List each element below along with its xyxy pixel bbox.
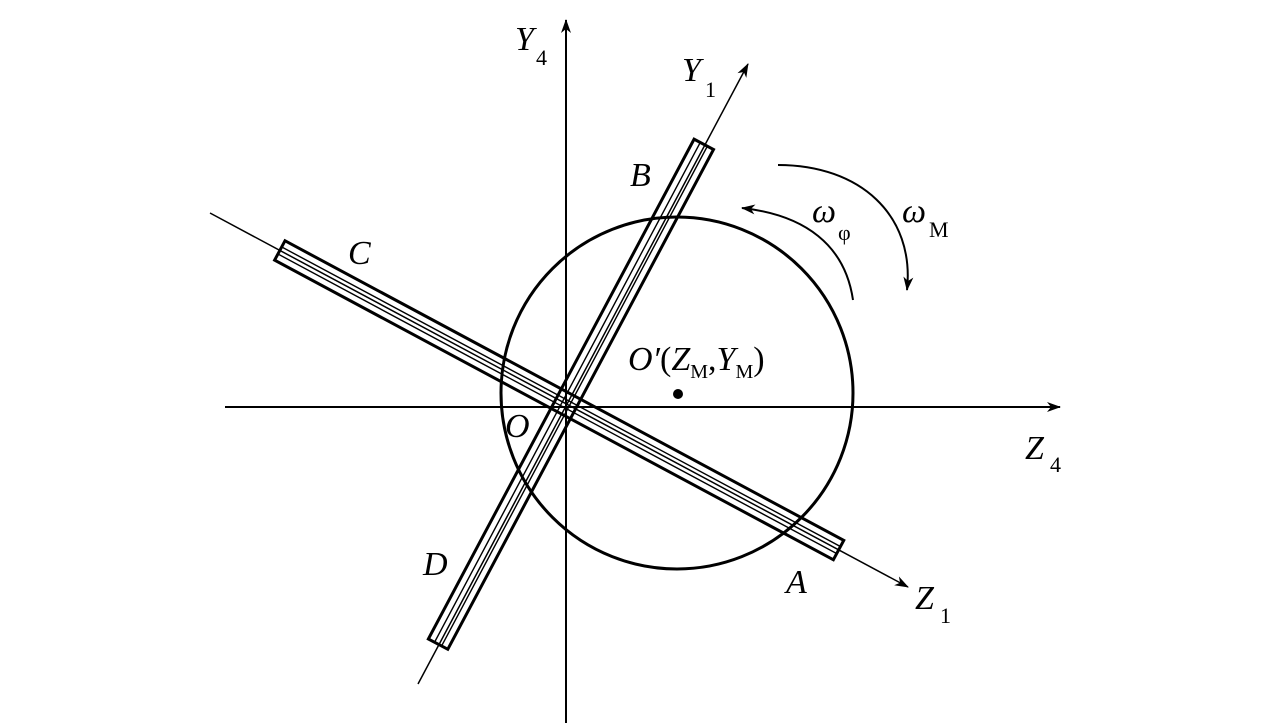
y1-label-sub: 1 (705, 77, 716, 102)
z4-label-sub: 4 (1050, 452, 1061, 477)
y4-label: Y (515, 21, 537, 58)
y4-label-sub: 4 (536, 45, 547, 70)
bar-end-label-a: A (784, 564, 807, 601)
omega-phi-arrow (741, 204, 854, 301)
z1-label-sub: 1 (940, 603, 951, 628)
z1-label: Z (915, 580, 935, 617)
bar-end-label-c: C (348, 235, 371, 272)
omega-m-label: ω (902, 193, 926, 230)
origin-label: O (505, 408, 530, 445)
center-point-dot (673, 389, 683, 399)
y1-label: Y (682, 52, 704, 89)
z4-label: Z (1025, 430, 1045, 467)
y1-axis (417, 63, 749, 685)
bar-db-inner (433, 141, 709, 647)
bar-ca-inner (276, 246, 842, 555)
omega-m-label-sub: M (929, 217, 949, 242)
bar-end-label-b: B (630, 157, 651, 194)
bar-end-label-d: D (422, 546, 448, 583)
center-point-label: O′(ZM,YM) (628, 341, 765, 383)
omega-phi-label: ω (812, 193, 836, 230)
omega-phi-label-sub: φ (838, 220, 851, 245)
omega-m-arrow (777, 164, 914, 291)
